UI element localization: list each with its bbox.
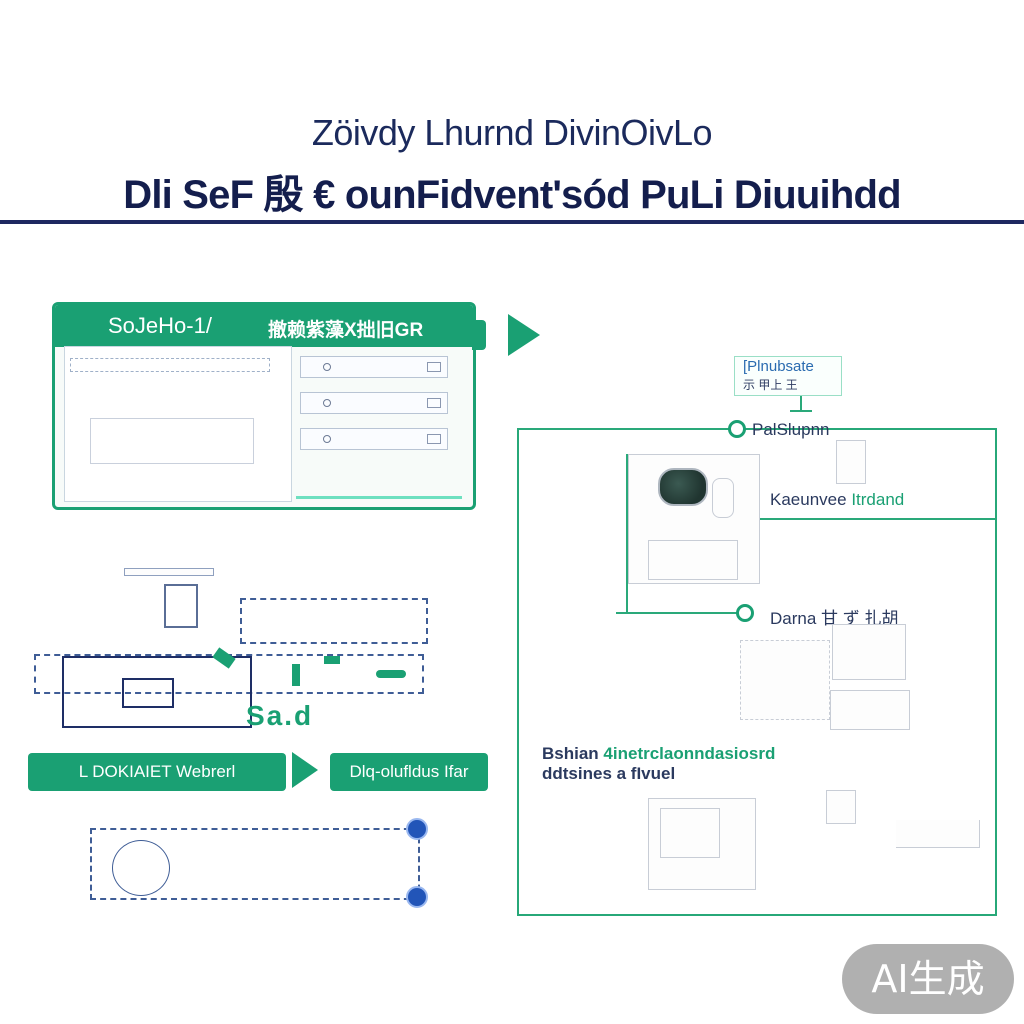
path-endpoint-dot: [406, 886, 428, 908]
row-toggle-icon: [427, 398, 441, 408]
output-cable: [896, 820, 980, 848]
path-endpoint-dot: [406, 818, 428, 840]
ai-generated-watermark: AI生成: [842, 944, 1014, 1014]
flow-connector: [800, 396, 802, 412]
sensor-box: [740, 640, 830, 720]
app-window-list-row: [300, 428, 448, 450]
flow-description: Bshian 4inetrclaonndasiosrd: [542, 744, 776, 763]
app-window-side-tab: [472, 320, 486, 350]
app-window-title: SoJeHo-1/: [108, 313, 212, 338]
sketch-printer-icon: [122, 678, 174, 708]
diagram-subtitle: Dli SeF 殷 € ounFidvent'sód PuLi Diuuihdd: [123, 173, 901, 217]
flow-card-caption: 示 甲上 王: [743, 378, 798, 392]
row-toggle-icon: [427, 434, 441, 444]
flow-node-label: PalSlupnn: [752, 420, 830, 439]
camera-knob-icon: [658, 468, 708, 506]
header-divider: [0, 220, 1024, 224]
sketch-device-icon: [164, 584, 198, 628]
play-arrow-icon: [508, 314, 540, 356]
sketch-loop-path: [90, 828, 420, 900]
sensor-box: [832, 624, 906, 680]
flow-connector: [517, 428, 725, 430]
flow-card-title: [Plnubsate: [743, 358, 814, 375]
row-radio-icon: [323, 399, 331, 407]
sketch-mark: [324, 656, 340, 664]
row-radio-icon: [323, 363, 331, 371]
app-window-subtitle: 撤赖紫藻X拙旧GR: [268, 320, 424, 341]
output-sensor: [826, 790, 856, 824]
device-handle: [712, 478, 734, 518]
flow-node-label: Darna 甘 ず 扎胡: [770, 609, 899, 628]
flow-frame: [517, 428, 997, 916]
sketch-mark: [376, 670, 406, 678]
flow-connector: [790, 410, 812, 412]
sensor-box: [836, 440, 866, 484]
output-screen: [660, 808, 720, 858]
flow-node-label: Kaeunvee Itrdand: [770, 490, 905, 509]
row-radio-icon: [323, 435, 331, 443]
device-base: [648, 540, 738, 580]
row-toggle-icon: [427, 362, 441, 372]
app-window-list-row: [300, 392, 448, 414]
primary-action-button[interactable]: L DOKIAIET Webrerl: [28, 753, 286, 791]
app-window-progress-line: [296, 496, 462, 499]
sensor-box: [830, 690, 910, 730]
sketch-dial-icon: [112, 840, 170, 896]
sketch-upper-box: [240, 598, 428, 644]
flow-description-line2: ddtsines a fIvuel: [542, 764, 676, 783]
secondary-action-button[interactable]: Dlq-olufldus Ifar: [330, 753, 488, 791]
sketch-inner-frame: [62, 656, 252, 728]
app-window-text-box: [90, 418, 254, 464]
flow-label-card: [Plnubsate 示 甲上 王: [734, 356, 842, 396]
diagram-title: Zöivdy Lhurnd DivinOivLo: [311, 112, 713, 153]
app-window-list-row: [300, 356, 448, 378]
flow-node-ring: [736, 604, 754, 622]
sketch-mark: [292, 664, 300, 686]
flow-node-ring: [728, 420, 746, 438]
flow-connector: [626, 454, 628, 614]
flow-connector: [760, 518, 996, 520]
next-arrow-icon: [292, 752, 318, 788]
flow-connector: [616, 612, 738, 614]
sketch-rail: [124, 568, 214, 576]
app-window-search-bar: [70, 358, 270, 372]
sketch-label: Sa.d: [246, 700, 314, 731]
app-window-header: [55, 305, 473, 347]
